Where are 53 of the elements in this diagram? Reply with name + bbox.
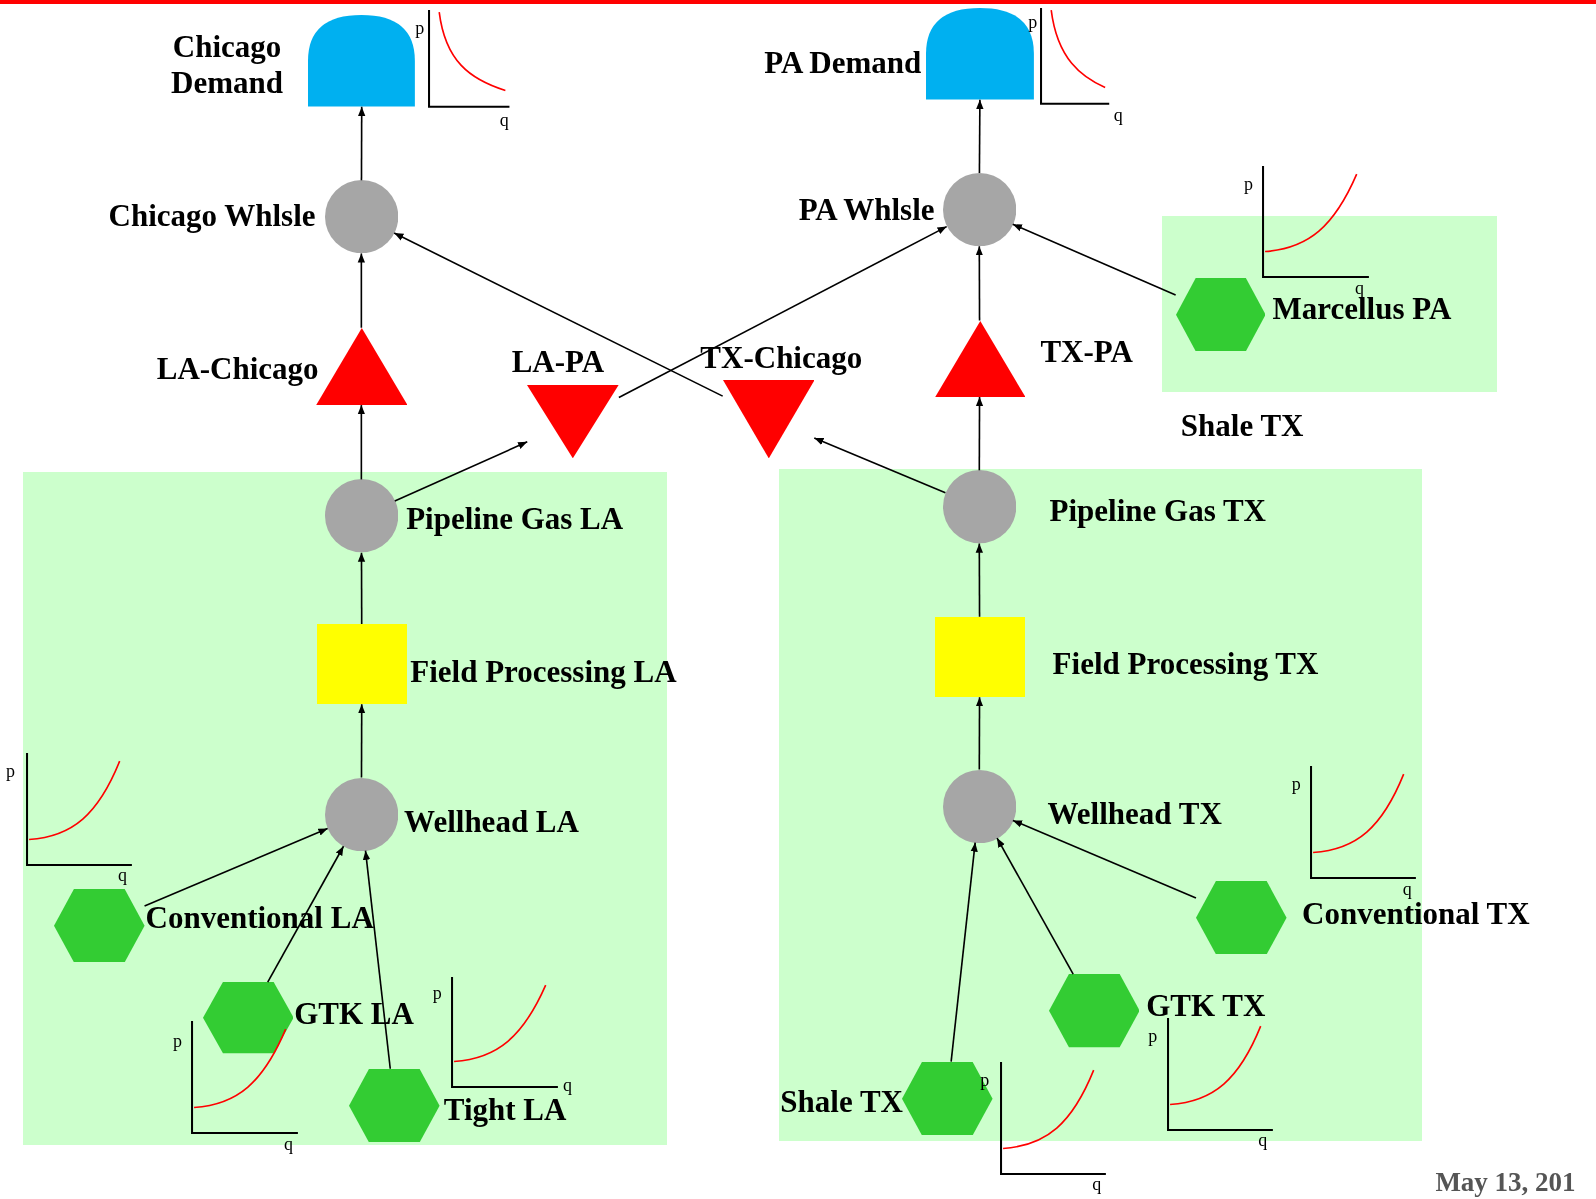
node-label: PA Whlsle: [798, 191, 935, 228]
node-label: Pipeline Gas TX: [1049, 493, 1266, 530]
arrow: [362, 849, 392, 1070]
node-label: Pipeline Gas LA: [406, 501, 624, 538]
node-label: TX-PA: [1040, 334, 1133, 371]
arrow: [266, 845, 345, 983]
arrow: [975, 542, 983, 618]
axis-label: q: [1354, 277, 1364, 298]
arrow: [618, 225, 948, 399]
arrow: [358, 703, 366, 779]
node-label: Shale TX: [1180, 407, 1304, 444]
node-label: Field Processing TX: [1052, 645, 1319, 682]
arrow: [394, 441, 529, 502]
axis-label: p: [6, 761, 16, 782]
node-label: LA-PA: [511, 344, 605, 381]
arrow: [976, 98, 984, 174]
date-text: May 13, 201: [1435, 1165, 1576, 1198]
arrow: [996, 837, 1074, 975]
axis-label: q: [499, 109, 509, 130]
node-label: Chicago Whlsle: [108, 197, 316, 234]
axis-label: p: [1291, 773, 1301, 794]
arrow: [393, 232, 724, 397]
arrow: [143, 827, 329, 907]
arrow: [357, 404, 365, 481]
node-label: Shale TX: [780, 1084, 903, 1121]
arrow: [975, 396, 984, 472]
axis-label: q: [1258, 1129, 1268, 1150]
node-label: PA Demand: [764, 45, 922, 82]
node-label: TX-Chicago: [700, 340, 863, 377]
axis-label: p: [1028, 12, 1038, 33]
axis-label: q: [1113, 104, 1123, 125]
axis-label: p: [1244, 174, 1253, 195]
arrow: [975, 245, 983, 322]
arrow: [813, 437, 947, 494]
axis-label: q: [118, 865, 128, 886]
node-label: Wellhead LA: [404, 803, 579, 840]
arrow: [357, 551, 366, 625]
axis-label: p: [432, 983, 442, 1004]
node-label: GTK TX: [1146, 987, 1266, 1024]
arrow: [1012, 819, 1197, 899]
axis-label: q: [1092, 1173, 1102, 1194]
arrow: [358, 106, 366, 181]
axis-label: p: [173, 1031, 183, 1052]
node-label: Chicago Demand: [170, 29, 284, 102]
node-label: LA-Chicago: [156, 350, 319, 387]
node-label: Field Processing LA: [410, 653, 677, 690]
arrow: [950, 841, 978, 1063]
axis-label: q: [284, 1134, 293, 1155]
node-label: Wellhead TX: [1047, 796, 1222, 833]
arrow: [357, 252, 365, 329]
axis-label: p: [415, 18, 425, 39]
axis-label: p: [1148, 1026, 1158, 1047]
arrow: [975, 696, 984, 771]
